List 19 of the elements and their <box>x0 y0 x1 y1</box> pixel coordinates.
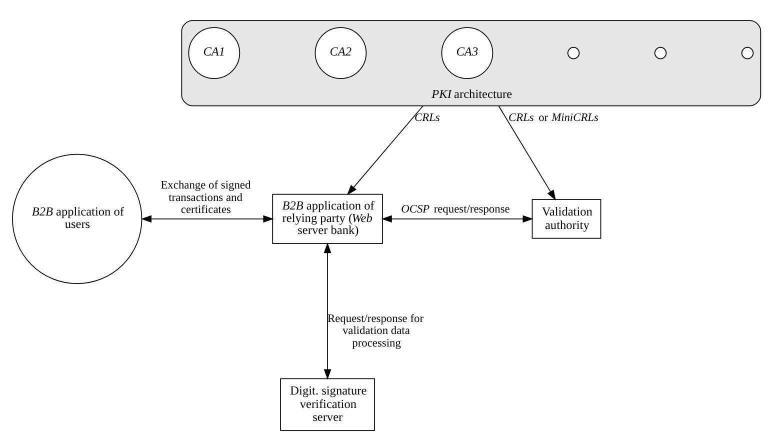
node-box: Validation authority <box>532 199 602 239</box>
node-circle: CA1 <box>188 27 240 79</box>
node-circle <box>567 46 580 60</box>
node-circle: B2B application of users <box>12 154 142 284</box>
edge-label: CRLs or MiniCRLs <box>508 112 598 124</box>
arrow <box>140 215 274 223</box>
arrow <box>381 215 534 223</box>
node-circle <box>741 46 754 60</box>
node-box: B2B application of relying party (Web server bank) <box>272 194 383 244</box>
arrow <box>346 105 424 196</box>
edge-label: CRLs <box>414 112 440 124</box>
arrow <box>498 105 556 201</box>
node-circle <box>654 46 667 60</box>
node-circle: CA2 <box>314 27 367 79</box>
node-box: Digit. signature verification server <box>280 378 375 431</box>
arrow <box>324 242 332 380</box>
edge-label: OCSP request/response <box>401 203 510 216</box>
edge-label: Exchange of signed transactions and certificates <box>160 180 251 216</box>
node-circle: CA3 <box>441 27 494 79</box>
